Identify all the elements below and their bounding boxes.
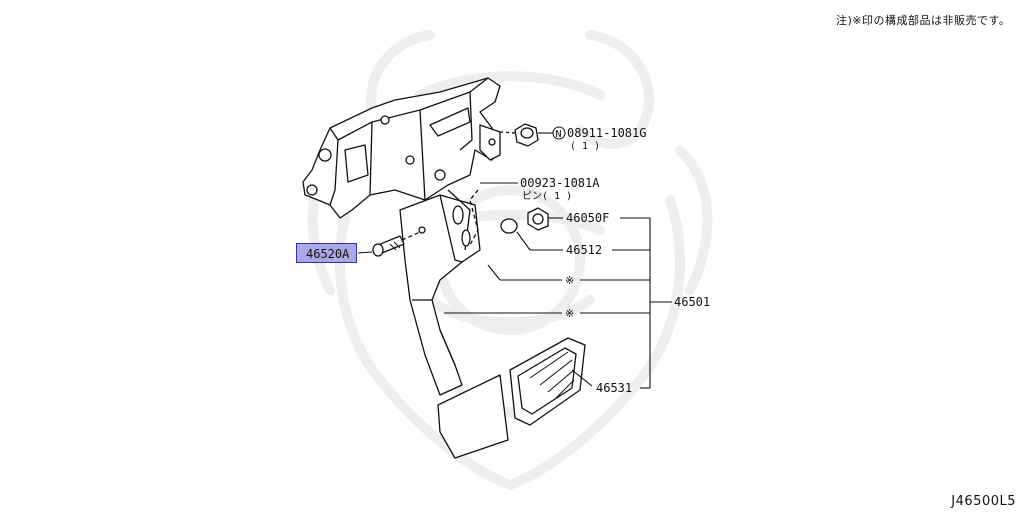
- bracket-hole: [434, 169, 446, 181]
- non-sale-mark-2: ※: [565, 307, 574, 320]
- label-pin-qty: ピン( 1 ): [522, 190, 572, 202]
- label-nut-qty: ( 1 ): [570, 141, 600, 152]
- label-stopper-lamp: 46050F: [566, 211, 609, 225]
- label-pad: 46531: [596, 381, 632, 395]
- brake-pedal-assembly-drawing: [302, 77, 586, 459]
- leader-lines: [357, 132, 672, 389]
- pedal-bracket: [302, 77, 501, 219]
- highlighted-part-label[interactable]: 46520A: [296, 243, 357, 263]
- stopper-lamp-switch: [527, 207, 549, 231]
- pedal-foot-plate: [437, 374, 509, 459]
- bracket-hole: [405, 155, 415, 165]
- diagram-code: J46500L5: [951, 494, 1016, 509]
- watermark-emblem: [307, 30, 713, 490]
- pivot-bolt: [372, 226, 426, 257]
- non-sale-mark-1: ※: [565, 274, 574, 287]
- bracket-hole: [306, 184, 318, 196]
- non-sale-note: 注)※印の構成部品は非販売です。: [836, 14, 1011, 27]
- label-pin: 00923-1081A: [520, 176, 600, 190]
- stopper-part: [500, 218, 518, 234]
- label-nut: 08911-1081G: [567, 126, 646, 140]
- label-stopper: 46512: [566, 243, 602, 257]
- nut-part: [499, 123, 539, 147]
- bracket-hole: [318, 148, 332, 162]
- pedal-pad: [509, 337, 586, 426]
- nut-number-letter: N: [556, 129, 562, 140]
- bracket-hole: [380, 115, 390, 125]
- nut-number-circle: [552, 126, 566, 140]
- label-assembly: 46501: [674, 295, 710, 309]
- part-labels: N 08911-1081G ( 1 ) 00923-1081A ピン( 1 ) …: [520, 126, 710, 395]
